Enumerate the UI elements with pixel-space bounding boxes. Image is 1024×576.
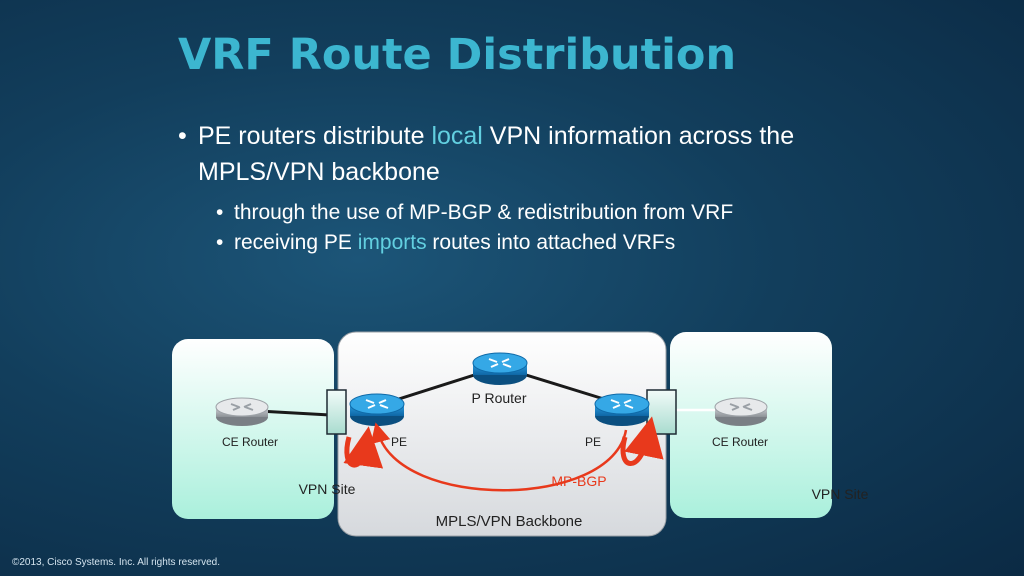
right-vpn-site-label: VPN Site (812, 486, 869, 502)
sub-bullet-highlight-imports: imports (357, 231, 427, 254)
pe-router-left-icon (349, 393, 405, 426)
sub-bullet-text-before: receiving PE (234, 231, 358, 254)
bullet-glyph: • (178, 122, 187, 150)
left-vpn-site-label: VPN Site (299, 481, 356, 497)
mp-bgp-label: MP-BGP (551, 473, 606, 489)
bullet-glyph: • (216, 231, 224, 254)
import-arrow-right (620, 416, 664, 466)
ce-right-label: CE Router (712, 435, 768, 449)
sub-bullet-text-after: routes into attached VRFs (426, 231, 676, 254)
ce-router-left-icon (215, 397, 269, 426)
vrf-interface-right (646, 389, 677, 435)
sub-bullet-item: • receiving PE imports routes into attach… (216, 228, 898, 258)
ce-left-label: CE Router (222, 435, 278, 449)
vrf-interface-left (326, 389, 347, 435)
redistribution-arrow-left (343, 426, 384, 469)
bullet-text-before: PE routers distribute (198, 122, 432, 150)
pe-router-right-icon (594, 393, 650, 426)
p-router-label: P Router (472, 390, 527, 406)
bullet-list: • PE routers distribute local VPN informa… (178, 118, 898, 258)
pe-left-label: PE (391, 435, 407, 449)
p-router-icon (472, 352, 528, 385)
sub-bullet-item: • through the use of MP-BGP & redistribut… (216, 198, 898, 228)
bullet-item: • PE routers distribute local VPN informa… (178, 118, 898, 190)
sub-bullet-text: through the use of MP-BGP & redistributi… (234, 201, 734, 224)
pe-right-label: PE (585, 435, 601, 449)
bullet-text-after: VPN information across the MPLS/VPN back… (198, 122, 795, 186)
mp-bgp-arrow (370, 422, 628, 492)
slide-title: VRF Route Distribution (178, 30, 737, 80)
ce-router-right-icon (714, 397, 768, 426)
left-vpn-site-box (172, 339, 334, 519)
copyright-footer: ©2013, Cisco Systems. Inc. All rights re… (12, 557, 221, 568)
bullet-highlight-local: local (431, 122, 483, 150)
backbone-label: MPLS/VPN Backbone (436, 513, 583, 530)
bullet-glyph: • (216, 201, 224, 224)
